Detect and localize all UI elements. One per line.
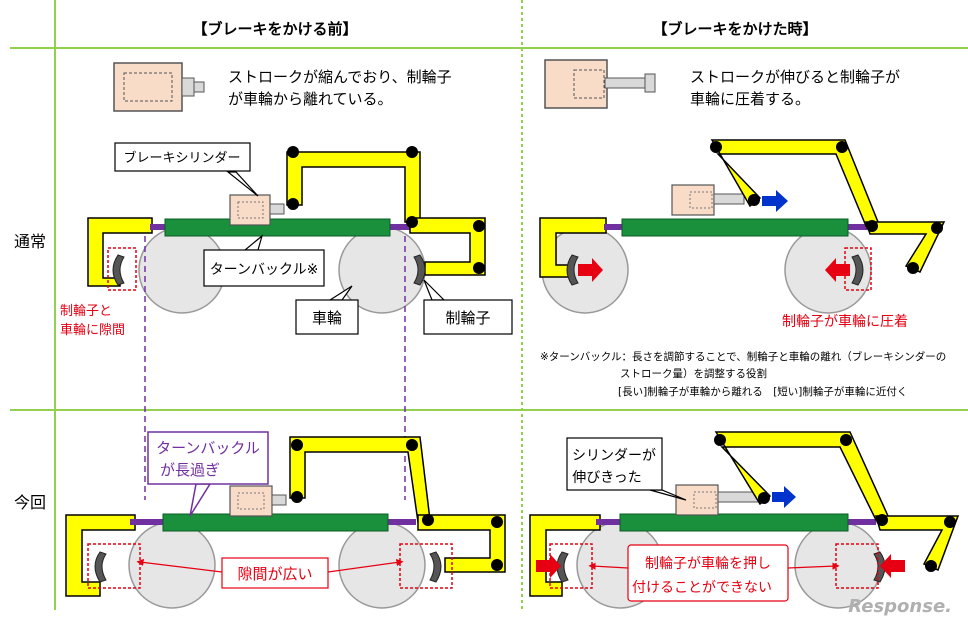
header-after: 【ブレーキをかけた時】 [652, 20, 817, 38]
svg-text:ターンバックル※: ターンバックル※ [210, 262, 319, 278]
note-line2: ストローク量）を調整する役割 [620, 367, 767, 380]
panel-current-before [65, 436, 506, 609]
cylinder-icon-retracted [113, 62, 205, 112]
desc-before-line1: ストロークが縮んでおり、制輪子 [228, 68, 452, 86]
svg-text:付けることができない: 付けることができない [632, 580, 772, 596]
label-wide-gap-group: 隙間が広い [136, 557, 404, 589]
row-label-normal: 通常 [14, 232, 46, 251]
svg-text:ターンバックル: ターンバックル [156, 439, 260, 457]
desc-after-line2: 車輪に圧着する。 [690, 90, 810, 108]
row-label-current: 今回 [14, 493, 46, 512]
callout-brake-shoe: 制輪子 [423, 279, 513, 335]
callout-wheel: 車輪 [295, 285, 359, 335]
svg-text:車輪: 車輪 [312, 309, 342, 327]
label-pressed: 制輪子が車輪に圧着 [782, 313, 908, 330]
label-cannot-press-group: 制輪子が車輪を押し 付けることができない [588, 544, 840, 602]
note-line3: [長い]制輪子が車輪から離れる [短い]制輪子が車輪に近付く [618, 385, 907, 398]
grid-dividers [10, 0, 968, 610]
panel-normal-before [87, 146, 486, 314]
svg-text:伸びきった: 伸びきった [572, 470, 641, 486]
label-gap-line2: 車輪に隙間 [60, 322, 125, 338]
svg-text:隙間が広い: 隙間が広い [237, 565, 312, 583]
desc-before-line2: が車輪から離れている。 [228, 90, 393, 108]
callout-brake-cylinder: ブレーキシリンダー [114, 142, 259, 197]
svg-text:が長過ぎ: が長過ぎ [160, 461, 220, 479]
callout-cylinder-extended: シリンダーが 伸びきった [566, 437, 687, 501]
panel-normal-after [539, 139, 946, 314]
callout-turnbuckle: ターンバックル※ [203, 234, 325, 287]
turnbuckle-guide-lines [144, 236, 406, 500]
callout-turnbuckle-too-long: ターンバックル が長過ぎ [147, 431, 269, 517]
green-beam [164, 218, 391, 237]
desc-after-line1: ストロークが伸びると制輪子が [690, 68, 900, 86]
lever-left [87, 217, 153, 287]
svg-text:制輪子が車輪を押し: 制輪子が車輪を押し [645, 555, 771, 572]
cylinder-icon-extended [544, 59, 656, 109]
note-line1: ※ターンバックル：長さを調節することで、制輪子と車輪の離れ（ブレーキシンダーの [540, 350, 946, 363]
label-gap-line1: 制輪子と [60, 303, 112, 319]
svg-text:シリンダーが: シリンダーが [572, 448, 656, 464]
svg-text:制輪子: 制輪子 [445, 309, 490, 327]
svg-text:ブレーキシリンダー: ブレーキシリンダー [123, 150, 240, 166]
watermark: Response. [848, 596, 952, 617]
header-before: 【ブレーキをかける前】 [192, 20, 357, 38]
blue-arrow [762, 190, 788, 212]
